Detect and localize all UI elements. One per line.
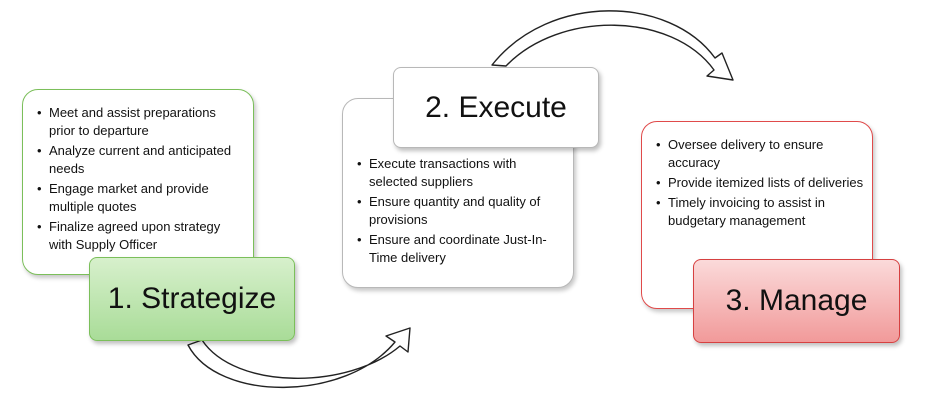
list-item: Execute transactions with selected suppl…	[357, 155, 565, 191]
list-item: Provide itemized lists of deliveries	[656, 174, 864, 192]
list-item: Ensure quantity and quality of provision…	[357, 193, 565, 229]
list-item: Ensure and coordinate Just-In-Time deliv…	[357, 231, 565, 267]
list-item: Meet and assist preparations prior to de…	[37, 104, 245, 140]
manage-title: 3. Manage	[693, 259, 900, 343]
strategize-list: Meet and assist preparations prior to de…	[23, 90, 253, 254]
list-item: Engage market and provide multiple quote…	[37, 180, 245, 216]
execute-list: Execute transactions with selected suppl…	[343, 99, 573, 267]
list-item: Timely invoicing to assist in budgetary …	[656, 194, 864, 230]
strategize-panel: Meet and assist preparations prior to de…	[22, 89, 254, 275]
arrow-execute-to-manage	[491, 10, 734, 81]
list-item: Analyze current and anticipated needs	[37, 142, 245, 178]
execute-title: 2. Execute	[393, 67, 599, 148]
list-item: Oversee delivery to ensure accuracy	[656, 136, 864, 172]
arrow-strategize-to-execute	[187, 327, 411, 388]
list-item: Finalize agreed upon strategy with Suppl…	[37, 218, 245, 254]
manage-list: Oversee delivery to ensure accuracy Prov…	[642, 122, 872, 230]
strategize-title: 1. Strategize	[89, 257, 295, 341]
